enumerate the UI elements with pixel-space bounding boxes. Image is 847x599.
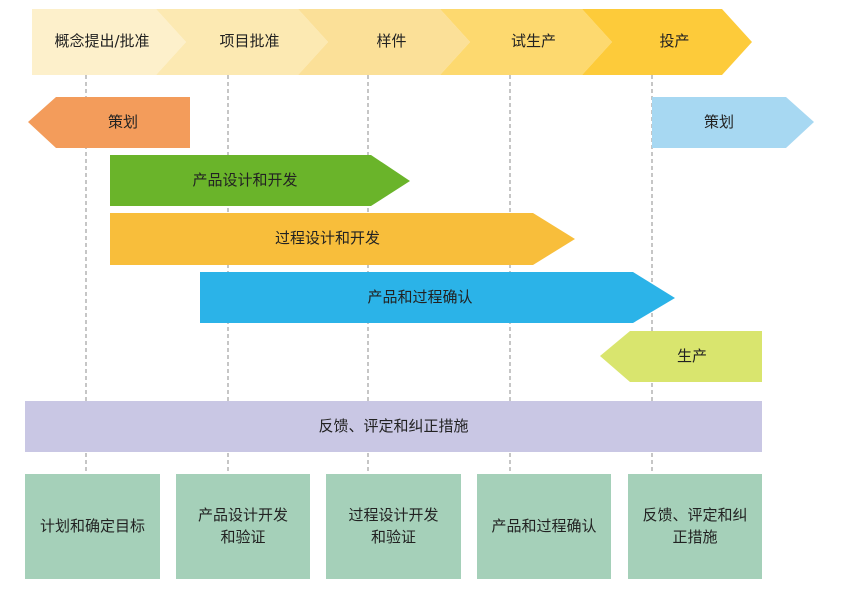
plan-left-arrow bbox=[28, 97, 190, 148]
plan-left-label: 策划 bbox=[107, 112, 138, 131]
plan-right-arrow bbox=[652, 97, 814, 148]
stage-box-5 bbox=[628, 474, 762, 579]
phase-label-3: 样件 bbox=[376, 32, 407, 51]
phase-label-4: 试生产 bbox=[510, 32, 556, 51]
stage-label-3: 过程设计开发和验证 bbox=[348, 505, 439, 546]
stage-label-4: 产品和过程确认 bbox=[491, 516, 597, 535]
production-arrow bbox=[600, 331, 762, 382]
feedback-bar bbox=[25, 401, 762, 452]
process-design-label: 过程设计和开发 bbox=[274, 229, 380, 248]
feedback-label: 反馈、评定和纠正措施 bbox=[318, 416, 469, 435]
phase-chevron-5 bbox=[582, 9, 752, 75]
plan-right-label: 策划 bbox=[703, 112, 734, 131]
production-label: 生产 bbox=[676, 346, 707, 365]
stage-box-4 bbox=[477, 474, 611, 579]
phase-label-2: 项目批准 bbox=[219, 32, 280, 51]
phase-chevron-3 bbox=[298, 9, 470, 75]
phase-chevron-4 bbox=[440, 9, 612, 75]
stage-box-3 bbox=[326, 474, 461, 579]
phase-label-1: 概念提出/批准 bbox=[54, 32, 150, 51]
phase-label-5: 投产 bbox=[659, 32, 690, 51]
validation-arrow bbox=[200, 272, 675, 323]
process-design-arrow bbox=[110, 213, 575, 265]
phase-chevron-2 bbox=[156, 9, 328, 75]
stage-box-2 bbox=[176, 474, 310, 579]
product-design-arrow bbox=[110, 155, 410, 206]
stage-box-1 bbox=[25, 474, 160, 579]
stage-label-1: 计划和确定目标 bbox=[39, 516, 145, 535]
validation-label: 产品和过程确认 bbox=[367, 287, 473, 306]
stage-label-5: 反馈、评定和纠正措施 bbox=[642, 505, 748, 546]
stage-label-2: 产品设计开发和验证 bbox=[197, 505, 288, 546]
product-design-label: 产品设计和开发 bbox=[192, 170, 298, 189]
phase-chevron-1 bbox=[32, 9, 186, 75]
